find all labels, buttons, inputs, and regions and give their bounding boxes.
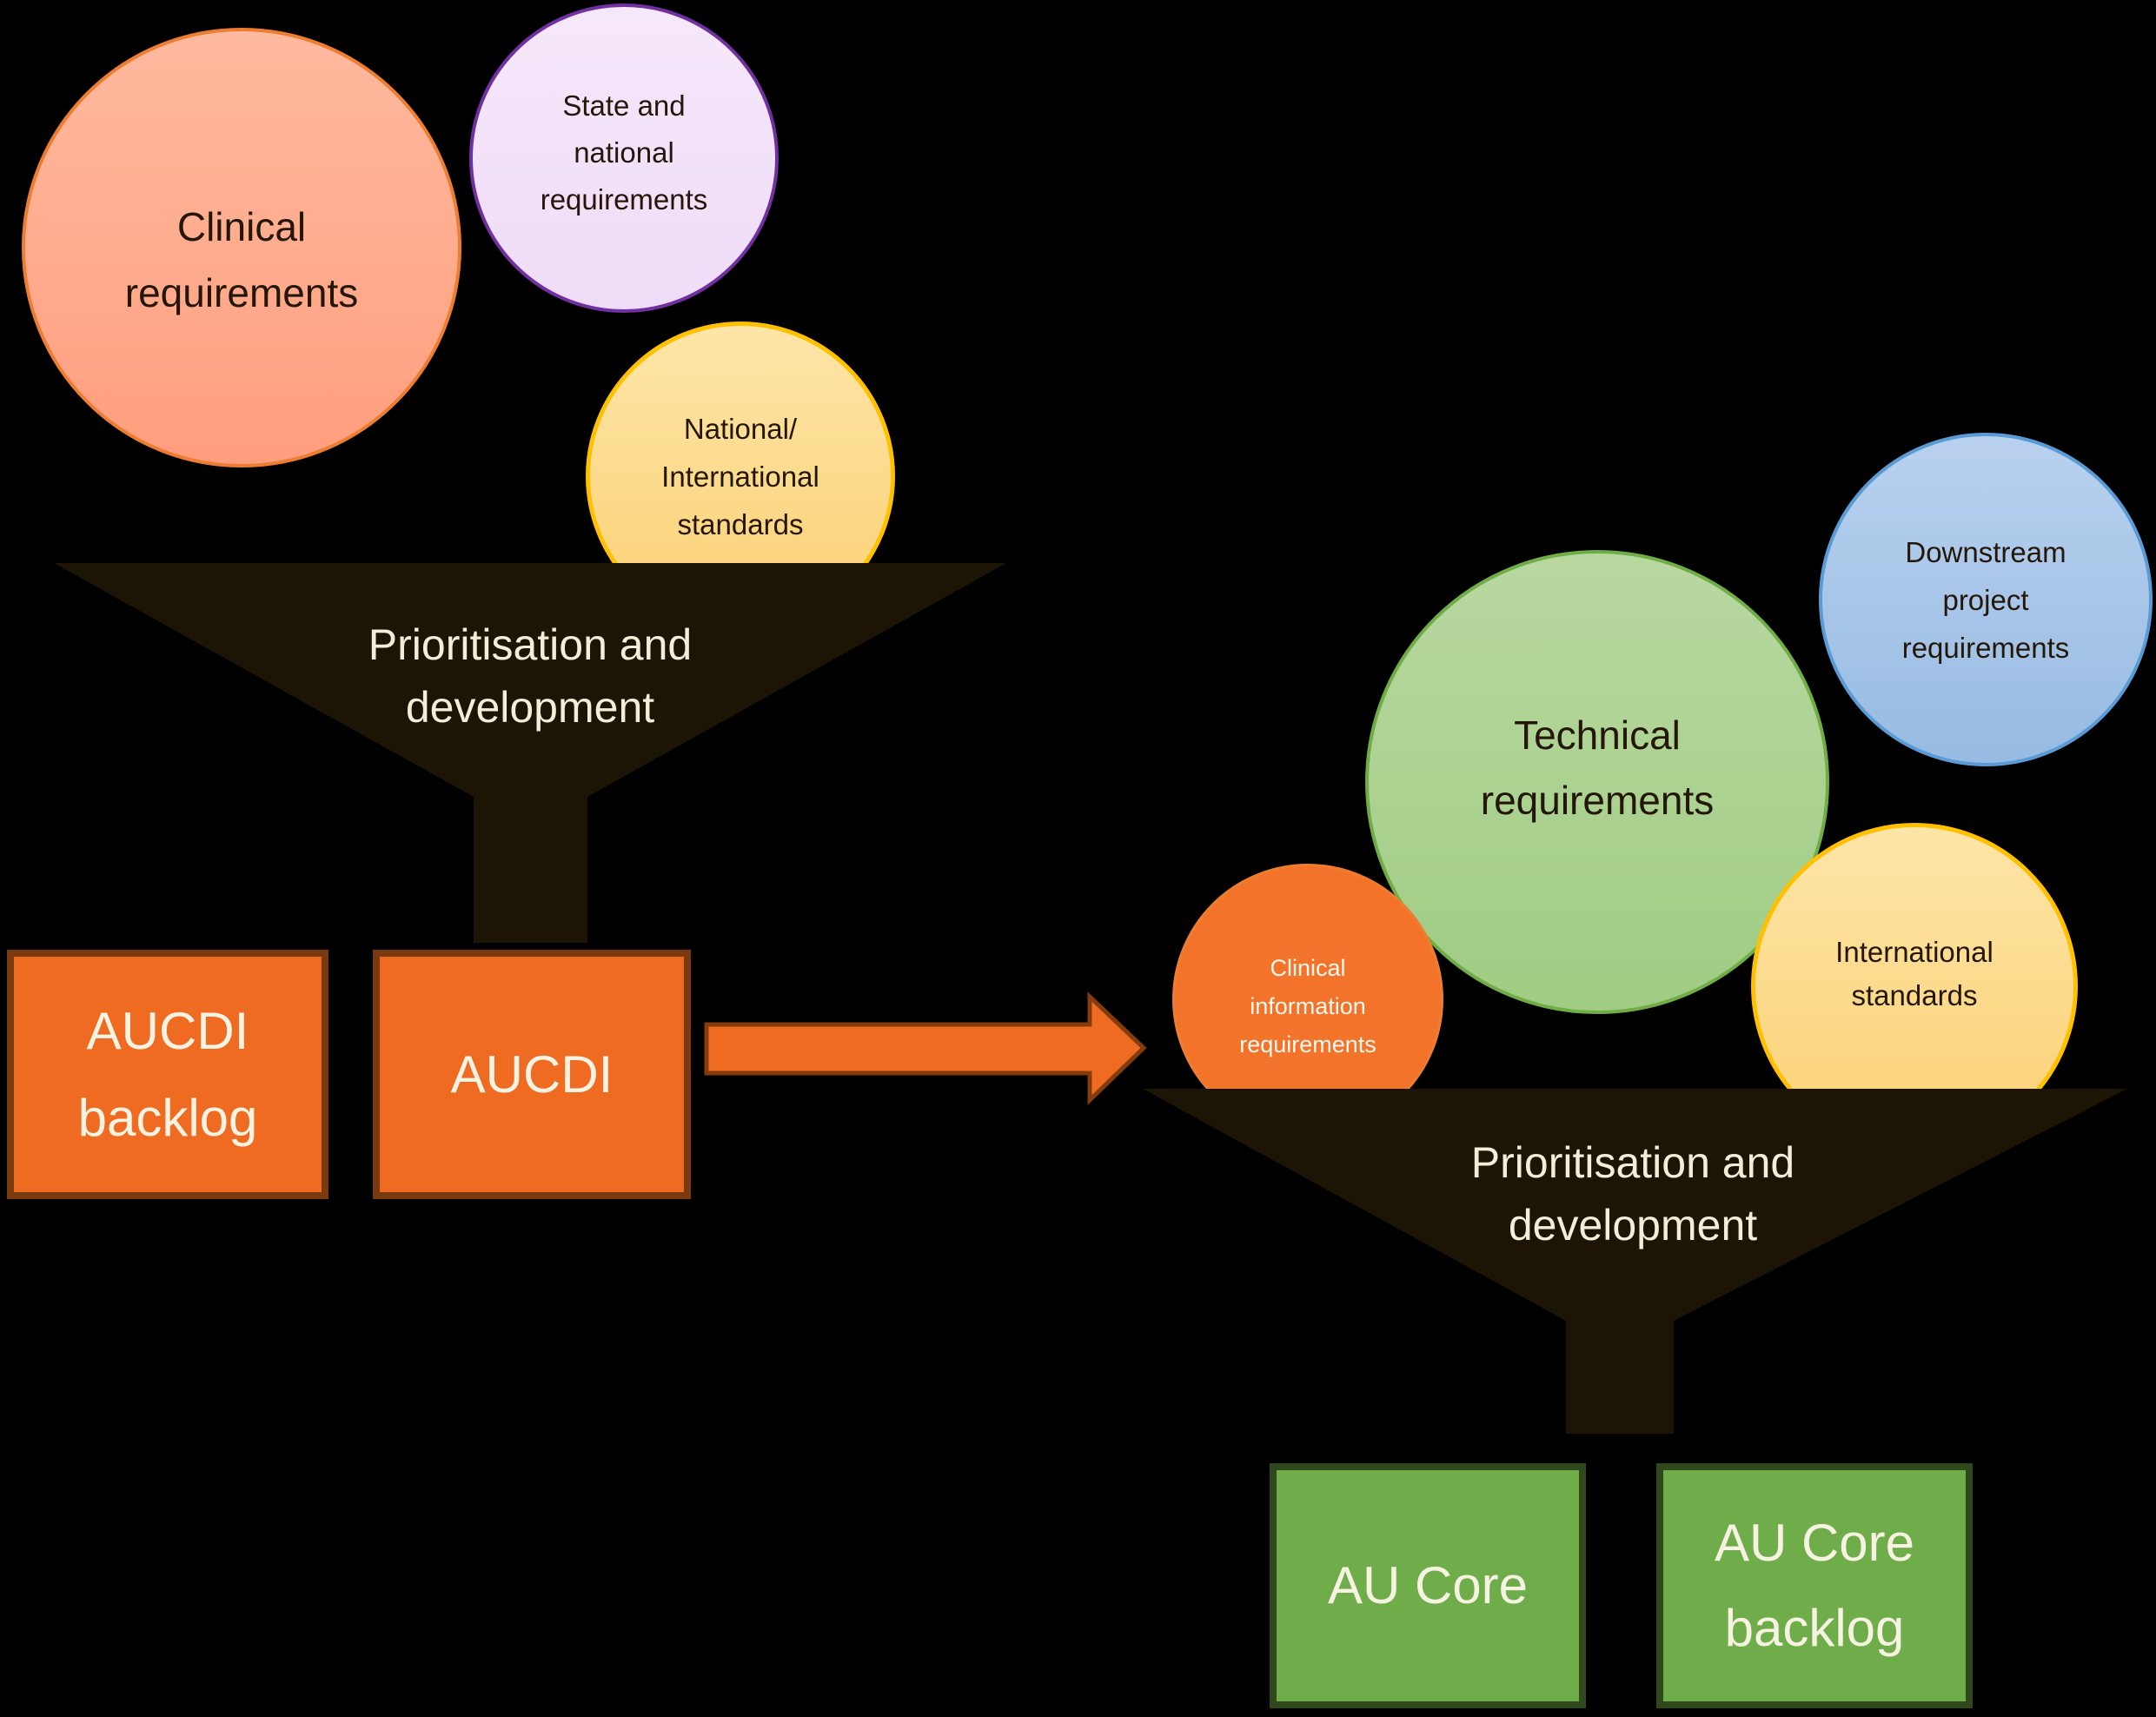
label-line: national (574, 136, 674, 169)
label-line: AU Core (1327, 1556, 1529, 1614)
label-line: State and (562, 89, 686, 122)
au-core-label: AU Core (1328, 1542, 1528, 1629)
clinical-requirements-circle: Clinical requirements (22, 28, 461, 467)
downstream-project-requirements-circle: Downstream project requirements (1819, 433, 2153, 766)
label-line: backlog (77, 1088, 258, 1147)
aucdi-label: AUCDI (451, 1031, 614, 1118)
label-line: development (1508, 1201, 1758, 1250)
technical-requirements-circle: Technical requirements (1365, 550, 1829, 1014)
aucdi-box: AUCDI (373, 950, 691, 1199)
downstream-project-requirements-label: Downstream project requirements (1902, 528, 2070, 672)
label-line: Downstream (1905, 535, 2066, 568)
aucdi-backlog-label: AUCDI backlog (78, 988, 258, 1162)
technical-requirements-label: Technical requirements (1481, 703, 1714, 833)
flow-arrow (704, 991, 1147, 1105)
left-funnel-shape (54, 563, 1006, 943)
label-line: project (1942, 583, 2029, 616)
label-line: Prioritisation and (1470, 1138, 1795, 1187)
label-line: AUCDI (450, 1044, 614, 1104)
label-line: International (661, 460, 819, 493)
label-line: requirements (1901, 631, 2070, 664)
right-funnel-label: Prioritisation and development (1329, 1131, 1937, 1256)
label-line: Technical (1514, 713, 1681, 758)
clinical-requirements-label: Clinical requirements (125, 194, 358, 326)
state-national-requirements-circle: State and national requirements (469, 3, 779, 313)
label-line: Prioritisation and (368, 620, 693, 669)
label-line: standards (1851, 979, 1978, 1011)
label-line: information (1250, 993, 1366, 1019)
right-funnel-shape (1143, 1089, 2127, 1434)
label-line: requirements (1239, 1031, 1377, 1057)
label-line: standards (677, 507, 804, 540)
au-core-backlog-box: AU Core backlog (1656, 1463, 1973, 1708)
au-core-box: AU Core (1270, 1463, 1586, 1708)
aucdi-backlog-box: AUCDI backlog (7, 950, 328, 1199)
left-funnel-label: Prioritisation and development (226, 613, 834, 739)
label-line: National/ (683, 412, 798, 445)
label-line: Clinical (176, 204, 307, 249)
label-line: International (1835, 936, 1993, 968)
label-line: requirements (124, 270, 359, 315)
national-international-standards-label: National/ International standards (661, 405, 819, 548)
label-line: AUCDI (86, 1001, 249, 1060)
label-line: Clinical (1270, 955, 1346, 981)
international-standards-label: International standards (1835, 931, 1993, 1018)
au-core-backlog-label: AU Core backlog (1715, 1501, 1914, 1671)
label-line: requirements (540, 183, 708, 215)
state-national-requirements-label: State and national requirements (541, 83, 708, 223)
label-line: requirements (1480, 778, 1715, 823)
clinical-information-requirements-label: Clinical information requirements (1239, 949, 1377, 1064)
label-line: AU Core (1714, 1514, 1915, 1572)
label-line: backlog (1724, 1599, 1905, 1657)
label-line: development (405, 683, 655, 732)
